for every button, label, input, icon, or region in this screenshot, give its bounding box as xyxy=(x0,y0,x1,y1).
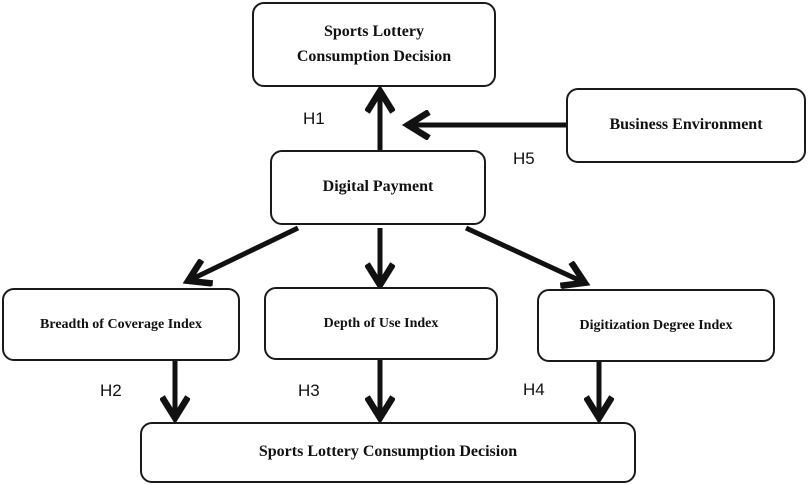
node-breadth-label: Breadth of Coverage Index xyxy=(40,316,202,332)
hypothesis-h4-label: H4 xyxy=(523,380,545,399)
hypothesis-h5-label: H5 xyxy=(513,149,535,168)
node-digitization-label: Digitization Degree Index xyxy=(579,317,733,333)
node-bottom-label: Sports Lottery Consumption Decision xyxy=(258,443,518,461)
node-business-environment: Business Environment xyxy=(566,88,806,163)
arrow-to-breadth xyxy=(190,225,300,280)
arrow-to-digitization xyxy=(464,225,583,282)
node-top-line1: Sports Lottery xyxy=(324,22,424,40)
node-depth-label: Depth of Use Index xyxy=(323,315,439,331)
node-digital-payment: Digital Payment xyxy=(270,150,486,225)
hypothesis-h1-label: H1 xyxy=(303,109,325,128)
node-breadth-of-coverage-index: Breadth of Coverage Index xyxy=(2,288,240,361)
node-digitization-degree-index: Digitization Degree Index xyxy=(537,289,775,362)
node-depth-of-use-index: Depth of Use Index xyxy=(264,287,498,360)
node-digital-payment-label: Digital Payment xyxy=(322,178,434,196)
node-business-environment-label: Business Environment xyxy=(609,116,763,134)
node-bottom-consumption-decision: Sports Lottery Consumption Decision xyxy=(140,422,636,483)
hypothesis-h3-label: H3 xyxy=(298,381,320,400)
node-top-line2: Consumption Decision xyxy=(296,47,452,65)
node-top-consumption-decision: Sports Lottery Consumption Decision xyxy=(252,2,496,87)
hypothesis-h2-label: H2 xyxy=(100,381,122,400)
